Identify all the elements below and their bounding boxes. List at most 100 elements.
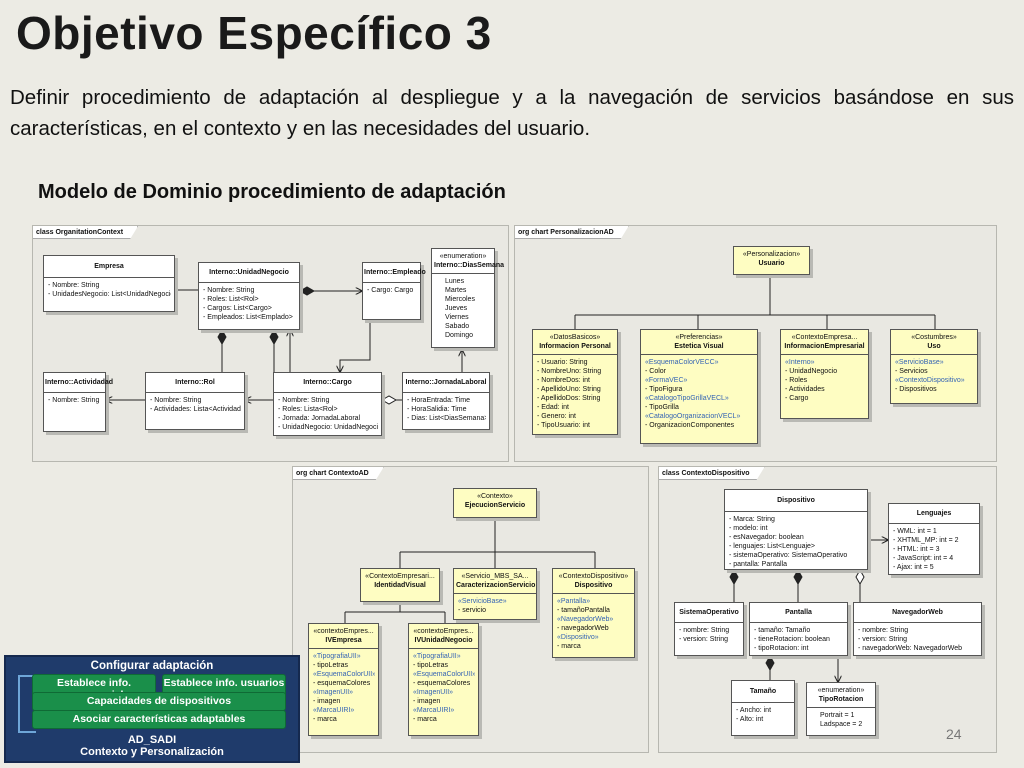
uml-class-cargo: Interno::Cargo - Nombre: String - Roles:… bbox=[273, 372, 382, 436]
enum-name: TipoRotacion bbox=[818, 696, 864, 703]
composition-diamond bbox=[298, 286, 316, 296]
attribute: - HoraSalidia: Time bbox=[407, 406, 467, 413]
class-attributes: - Nombre: String - UnidadesNegocio: List… bbox=[44, 278, 174, 303]
attribute: - WML: int = 1 bbox=[893, 528, 937, 535]
enum-value: Miercoles bbox=[445, 296, 475, 303]
uml-class-uso: «Costumbres» Uso «ServicioBase» - Servic… bbox=[890, 329, 978, 404]
class-attributes: «EsquemaColorVECC» - Color «FormaVEC» - … bbox=[641, 355, 757, 434]
class-title: IVUnidadNegocio bbox=[414, 637, 473, 644]
class-attributes: «Interno» - UnidadNegocio - Roles - Acti… bbox=[781, 355, 868, 407]
class-attributes: - Marca: String - modelo: int - esNavega… bbox=[725, 512, 867, 573]
class-name: Interno::Cargo bbox=[274, 373, 381, 393]
class-name: «Preferencias» Estetica Visual bbox=[641, 330, 757, 355]
attribute: - TipoFigura bbox=[645, 386, 683, 393]
uml-class-sistema-operativo: SistemaOperativo - nombre: String - vers… bbox=[674, 602, 744, 656]
stereotype: «ContextoEmpresa... bbox=[791, 334, 858, 341]
attribute: - Ancho: int bbox=[736, 707, 772, 714]
class-attributes: «ServicioBase» - Servicios «ContextoDisp… bbox=[891, 355, 977, 398]
class-name: Empresa bbox=[44, 256, 174, 278]
slide-subtitle: Modelo de Dominio procedimiento de adapt… bbox=[38, 181, 506, 203]
attribute: - JavaScript: int = 4 bbox=[893, 555, 954, 562]
attribute: - ApellidoUno: String bbox=[537, 386, 601, 393]
attribute: - Cargos: List<Cargo> bbox=[203, 305, 272, 312]
class-attributes: «TipografiaUII» - tipoLetras «EsquemaCol… bbox=[409, 649, 478, 728]
attribute: - NombreDos: int bbox=[537, 377, 590, 384]
stereotype-group: «FormaVEC» bbox=[645, 377, 688, 384]
class-title: IdentidadVisual bbox=[374, 582, 426, 589]
stereotype: «enumeration» bbox=[817, 687, 865, 694]
class-attributes: - nombre: String - version: String - nav… bbox=[854, 623, 981, 657]
attribute: - servicio bbox=[458, 607, 487, 614]
attribute: - tipoLetras bbox=[413, 662, 449, 669]
class-title: Dispositivo bbox=[574, 582, 613, 589]
attribute: - pantalla: Pantalla bbox=[729, 561, 787, 568]
attribute: - modelo: int bbox=[729, 525, 768, 532]
stereotype-group: «EsquemaColorUII» bbox=[413, 671, 475, 678]
stereotype-group: «ServicioBase» bbox=[895, 359, 944, 366]
class-name: Pantalla bbox=[750, 603, 847, 623]
attribute: - tipoLetras bbox=[313, 662, 349, 669]
enum-value: Ladspace = 2 bbox=[820, 721, 863, 728]
attribute: - tipoRotacion: int bbox=[754, 645, 809, 652]
tree-ejecucion bbox=[399, 518, 596, 568]
stereotype-group: «TipografiaUII» bbox=[413, 653, 461, 660]
stereotype-group: «MarcaUIRI» bbox=[313, 707, 355, 714]
uml-class-caracterizacion-servicio: «Servicio_MBS_SA... CaracterizacionServi… bbox=[453, 568, 537, 620]
attribute: - Edad: int bbox=[537, 404, 569, 411]
class-name: Tamaño bbox=[732, 681, 794, 703]
attribute: - esNavegador: boolean bbox=[729, 534, 804, 541]
stereotype: «ContextoDispositivo» bbox=[558, 573, 629, 580]
stereotype-group: «MarcaUIRI» bbox=[413, 707, 455, 714]
attribute: - marca bbox=[413, 716, 437, 723]
attribute: - Dispositivos bbox=[895, 386, 937, 393]
uml-class-estetica-visual: «Preferencias» Estetica Visual «EsquemaC… bbox=[640, 329, 758, 444]
class-title: Uso bbox=[927, 343, 941, 350]
class-name: Dispositivo bbox=[725, 490, 867, 512]
uml-class-empleado: Interno::Empleado - Cargo: Cargo bbox=[362, 262, 426, 320]
attribute: - HTML: int = 3 bbox=[893, 546, 940, 553]
class-name: «Costumbres» Uso bbox=[891, 330, 977, 355]
attribute: - Usuario: String bbox=[537, 359, 588, 366]
use-case-asociar-caracteristicas: Asociar características adaptables bbox=[32, 710, 286, 729]
class-name: «ContextoEmpresa... InformacionEmpresari… bbox=[781, 330, 868, 355]
class-name: «DatosBasicos» Informacion Personal bbox=[533, 330, 617, 355]
class-name: «enumeration» TipoRotacion bbox=[807, 683, 875, 708]
tree-identidad bbox=[344, 602, 446, 623]
attribute: - Nombre: String bbox=[150, 397, 202, 404]
class-attributes: - HoraEntrada: Time - HoraSalidia: Time … bbox=[403, 393, 489, 427]
attribute: - marca bbox=[313, 716, 337, 723]
stereotype: «contextoEmpres... bbox=[313, 628, 374, 635]
enum-value: Martes bbox=[445, 287, 467, 294]
attribute: - OrganizacionComponentes bbox=[645, 422, 735, 429]
slide-description: Definir procedimiento de adaptación al d… bbox=[10, 86, 1014, 140]
use-case-system-name: AD_SADI bbox=[127, 734, 177, 746]
stereotype: «Preferencias» bbox=[675, 334, 723, 341]
attribute: - UnidadesNegocio: List<UnidadNegocio> bbox=[48, 291, 171, 298]
attribute: - Roles: List<Rol> bbox=[203, 296, 259, 303]
class-title: Informacion Personal bbox=[539, 343, 611, 350]
class-attributes: «TipografiaUII» - tipoLetras «EsquemaCol… bbox=[309, 649, 378, 728]
attribute: - Actividades bbox=[785, 386, 825, 393]
attribute: - Marca: String bbox=[729, 516, 775, 523]
use-case-capacidades-dispositivos: Capacidades de dispositivos bbox=[32, 692, 286, 711]
enum-values: Portrait = 1 Ladspace = 2 bbox=[807, 708, 875, 733]
attribute: - esquemaColores bbox=[413, 680, 471, 687]
uml-enum-dias-semana: «enumeration» Interno::DiasSemana Lunes … bbox=[431, 248, 504, 348]
attribute: - Servicios bbox=[895, 368, 928, 375]
enum-value: Viernes bbox=[445, 314, 469, 321]
attribute: - TipoUsuario: int bbox=[537, 422, 590, 429]
page-number: 24 bbox=[946, 726, 962, 742]
class-attributes: «Pantalla» - tamañoPantalla «NavegadorWe… bbox=[553, 594, 634, 655]
attribute: - esquemaColores bbox=[313, 680, 371, 687]
tree-usuario bbox=[574, 275, 936, 329]
class-name: «Servicio_MBS_SA... CaracterizacionServi… bbox=[454, 569, 536, 594]
composition-diamond bbox=[269, 328, 279, 346]
class-attributes: - Usuario: String - NombreUno: String - … bbox=[533, 355, 617, 434]
use-case-thumbnail: Configurar adaptación Establece info. em… bbox=[4, 655, 300, 763]
attribute: - TipoGrilla bbox=[645, 404, 679, 411]
enum-value: Portrait = 1 bbox=[820, 712, 855, 719]
stereotype-group: «NavegadorWeb» bbox=[557, 616, 614, 623]
stereotype: «enumeration» bbox=[439, 253, 487, 260]
enum-value: Jueves bbox=[445, 305, 468, 312]
class-attributes: - Ancho: int - Alto: int bbox=[732, 703, 794, 728]
